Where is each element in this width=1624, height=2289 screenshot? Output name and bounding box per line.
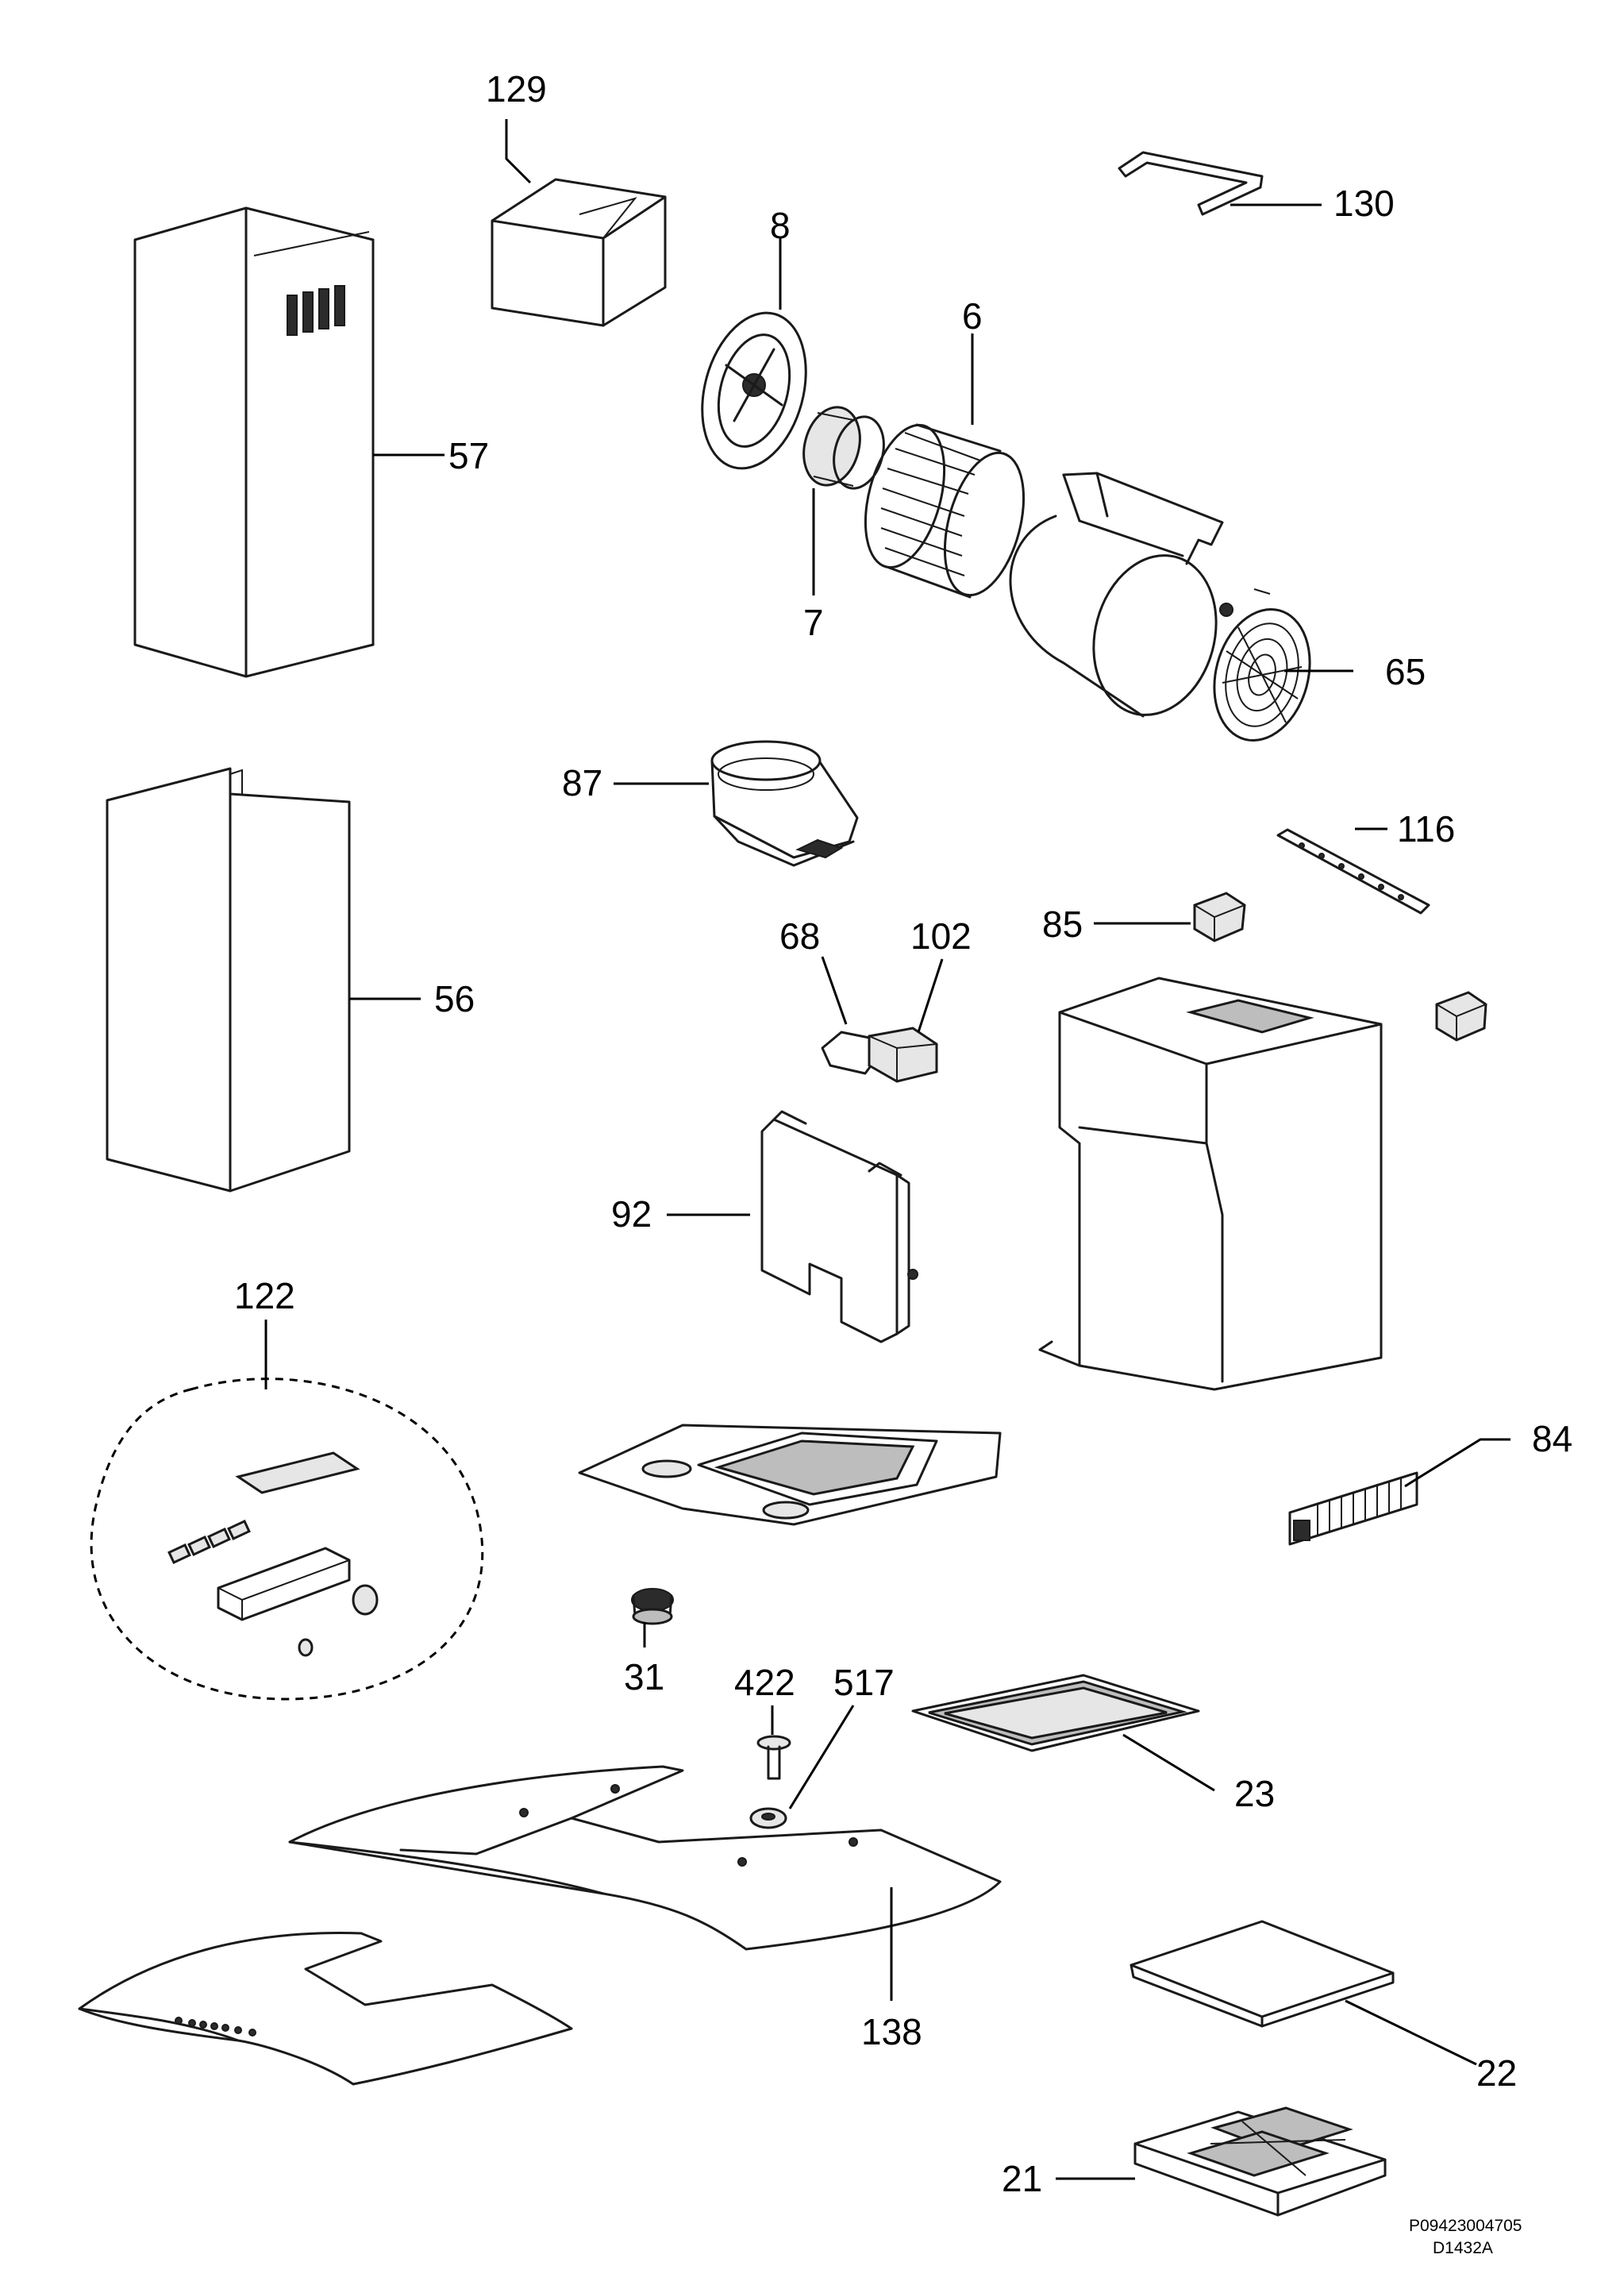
callout-116: 116 <box>1397 808 1455 850</box>
part-7-motor <box>802 406 885 490</box>
part-57-upper-chimney <box>133 206 375 678</box>
callout-422: 422 <box>734 1662 795 1703</box>
part-87-outlet-adapter <box>710 740 859 867</box>
part-130-bracket <box>1118 151 1264 216</box>
part-129-box <box>491 178 667 327</box>
part-31-knob <box>631 1588 674 1625</box>
callout-517: 517 <box>833 1662 895 1703</box>
callout-labels: 129 130 8 6 57 7 65 87 116 85 68 102 56 … <box>234 68 1572 2199</box>
callout-22: 22 <box>1476 2052 1517 2094</box>
part-56-lower-chimney <box>106 767 351 1193</box>
reference-block: P09423004705 D1432A <box>1409 2217 1522 2257</box>
part-23-filter-frame <box>911 1674 1200 1752</box>
reference-code: P09423004705 <box>1409 2217 1522 2235</box>
part-92-control-box <box>760 1110 918 1343</box>
callout-6: 6 <box>962 295 983 337</box>
hood-main-body <box>1038 977 1383 1391</box>
callout-23: 23 <box>1234 1773 1275 1814</box>
callout-138: 138 <box>861 2011 922 2052</box>
part-22-glass-panel <box>1129 1920 1395 2028</box>
part-422-screw <box>756 1735 791 1780</box>
part-8-motor-plate <box>701 311 807 470</box>
callout-129: 129 <box>486 68 547 110</box>
callout-102: 102 <box>910 915 972 957</box>
callout-68: 68 <box>779 915 820 957</box>
callout-92: 92 <box>611 1193 652 1235</box>
hood-base-frame <box>578 1424 1002 1526</box>
part-68-102-capacitor <box>821 1027 938 1083</box>
callout-7: 7 <box>803 602 824 643</box>
callout-87: 87 <box>562 762 602 803</box>
blower-housing <box>1009 472 1271 718</box>
callout-56: 56 <box>434 978 475 1019</box>
callout-85: 85 <box>1042 904 1083 945</box>
callout-57: 57 <box>448 435 489 476</box>
part-84-heatsink <box>1288 1471 1418 1546</box>
part-65-grille <box>1213 607 1311 742</box>
callout-31: 31 <box>624 1656 664 1697</box>
callout-21: 21 <box>1002 2158 1042 2199</box>
part-116-rail <box>1276 828 1430 915</box>
drawing-number: D1432A <box>1433 2239 1493 2257</box>
callout-8: 8 <box>770 205 791 246</box>
callout-65: 65 <box>1385 651 1426 692</box>
part-6-fan-wheel <box>864 423 1026 599</box>
part-21-filter-cassette <box>1133 2106 1387 2217</box>
part-517-washer <box>749 1807 787 1829</box>
part-138-canopy <box>288 1765 1002 1951</box>
callout-130: 130 <box>1333 183 1395 224</box>
hood-front-cover <box>78 1932 573 2086</box>
part-85-clip <box>1193 892 1487 1042</box>
leader-lines <box>264 119 1510 2180</box>
callout-122: 122 <box>234 1275 295 1316</box>
part-122-kit <box>90 1378 484 1701</box>
callout-84: 84 <box>1532 1418 1572 1459</box>
